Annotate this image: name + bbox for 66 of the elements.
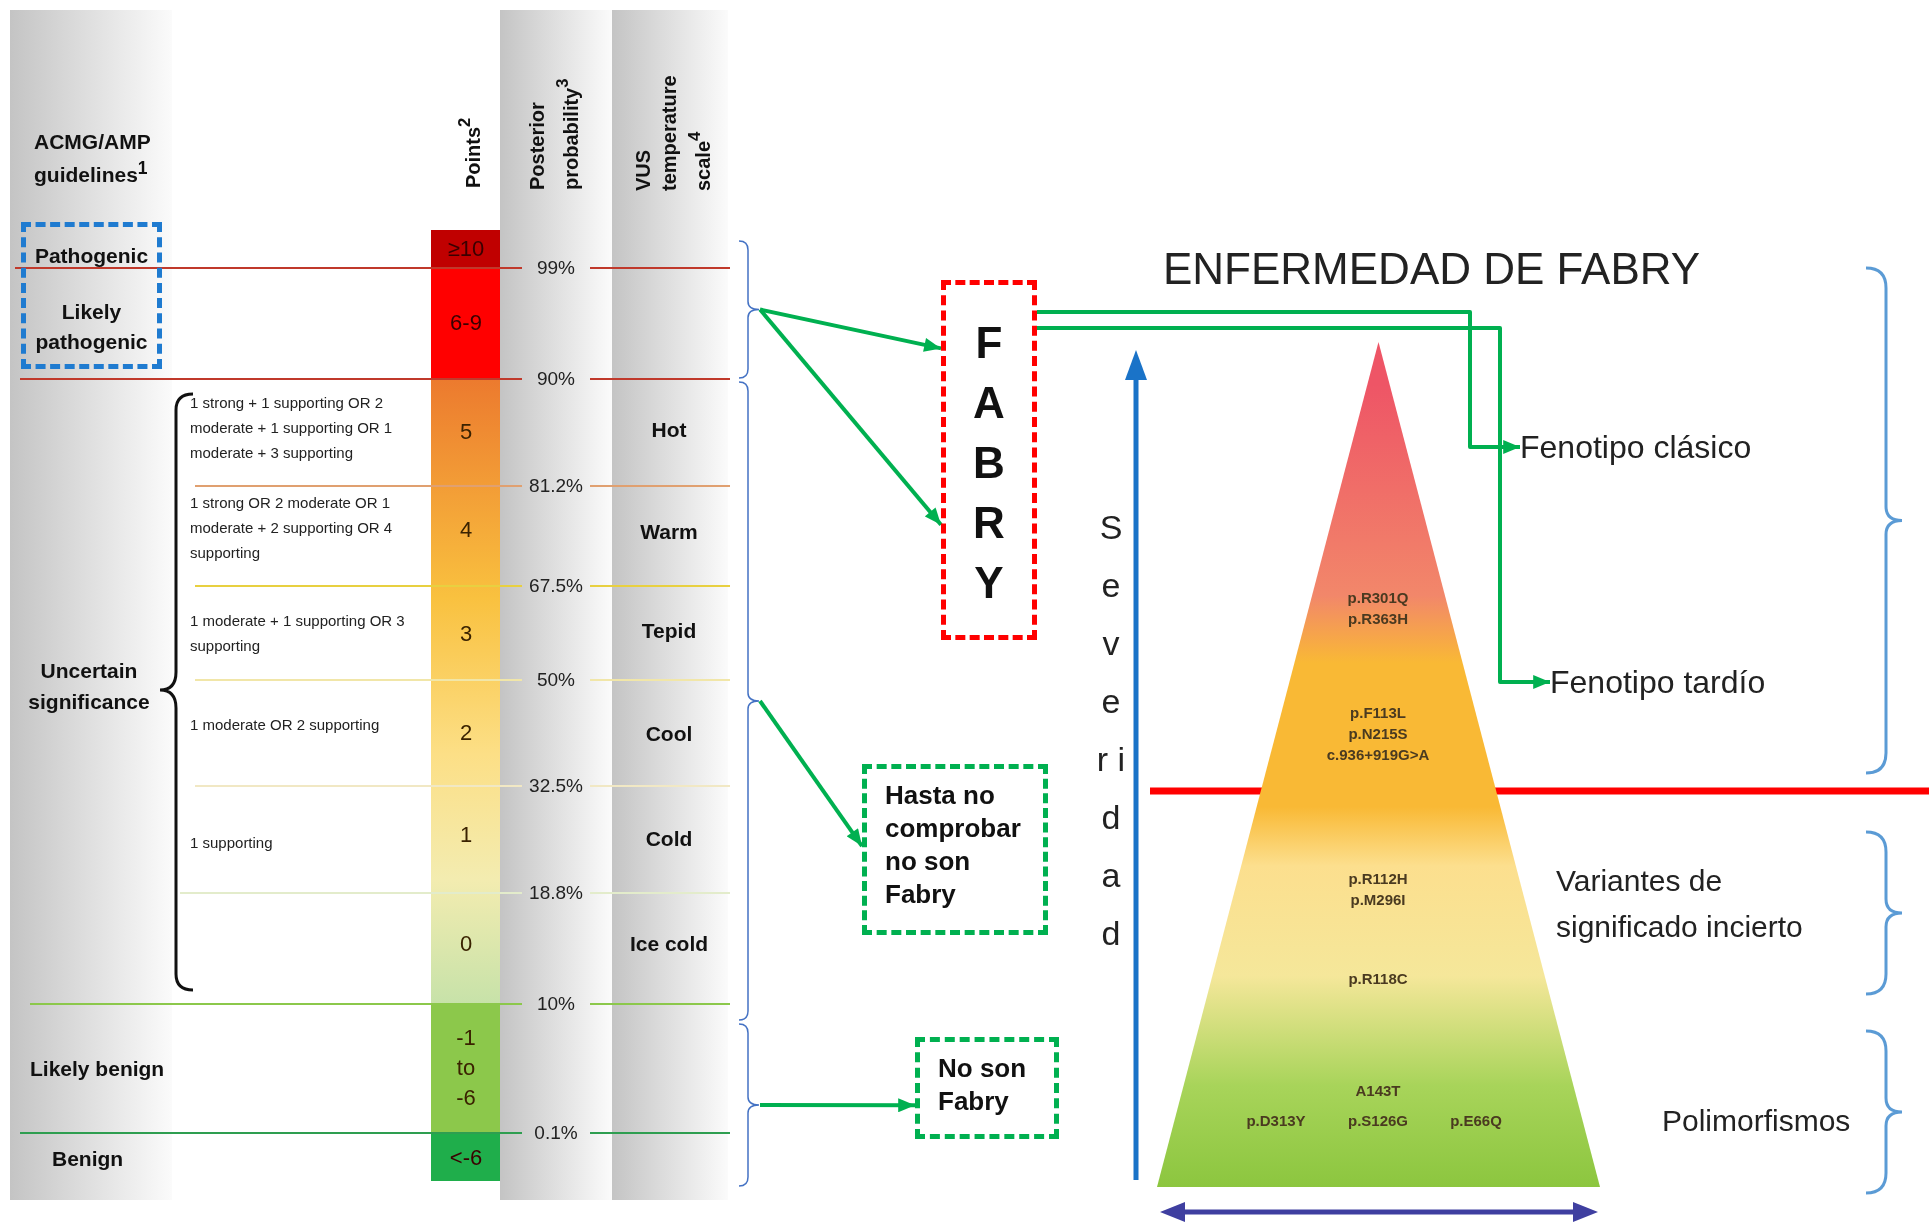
arrow xyxy=(759,307,942,352)
points-value: <-6 xyxy=(449,1145,483,1171)
probability-value: 81.2% xyxy=(529,475,583,497)
box-text: Likely pathogenic xyxy=(34,299,149,355)
points-value: 5 xyxy=(459,418,473,446)
box-text: Pathogenic xyxy=(33,243,150,269)
variant-text: p.R301Q p.R363H xyxy=(1346,588,1410,629)
criteria-text: 1 moderate OR 2 supporting xyxy=(190,715,381,735)
probability-value: 67.5% xyxy=(529,575,583,597)
variant-text: p.R118C xyxy=(1348,969,1408,989)
probability-value: 90% xyxy=(537,368,575,390)
category-label: Variantes de significado incierto xyxy=(1556,863,1804,945)
temperature-label: Cool xyxy=(645,722,693,746)
curly-bracket xyxy=(738,381,760,1021)
axis-label: S e v e r i d a d xyxy=(1096,507,1126,954)
category-label: Uncertain significance xyxy=(27,658,151,715)
dashed-box xyxy=(21,222,162,369)
probability-value: 10% xyxy=(537,993,575,1015)
variant-text: p.F113L p.N215S c.936+919G>A xyxy=(1325,703,1431,765)
probability-value: 32.5% xyxy=(529,775,583,797)
diagram-title: ENFERMEDAD DE FABRY xyxy=(1163,244,1701,294)
points-value: 4 xyxy=(459,516,473,544)
points-value: 3 xyxy=(459,620,473,648)
variant-text: p.R112H p.M296I xyxy=(1347,869,1409,910)
probability-value: 0.1% xyxy=(534,1122,578,1144)
box-text: No son Fabry xyxy=(938,1052,1028,1118)
variant-text: p.E66Q xyxy=(1450,1111,1502,1131)
box-text: F A B R Y xyxy=(972,317,1006,609)
probability-value: 18.8% xyxy=(529,882,583,904)
dashed-box xyxy=(941,280,1037,640)
arrow xyxy=(1037,310,1520,454)
text-label: Fenotipo tardío xyxy=(1550,660,1766,704)
probability-value: 99% xyxy=(537,257,575,279)
curly-bracket xyxy=(738,1023,760,1187)
points-value: 1 xyxy=(459,821,473,849)
probability-value: 50% xyxy=(537,669,575,691)
criteria-text: 1 strong OR 2 moderate OR 1 moderate + 2 supporting OR 4 supporting xyxy=(190,493,394,563)
category-label: Benign xyxy=(52,1146,125,1172)
temperature-label: Ice cold xyxy=(629,932,709,956)
points-value: -1 to -6 xyxy=(455,1024,477,1112)
criteria-text: 1 strong + 1 supporting OR 2 moderate + 1 supporting OR 1 moderate + 3 supporting xyxy=(190,393,394,463)
variant-text: p.D313Y xyxy=(1246,1111,1306,1131)
points-value: ≥10 xyxy=(447,236,485,262)
criteria-text: 1 supporting xyxy=(190,833,274,853)
variant-text: A143T xyxy=(1355,1081,1401,1101)
points-value: 6-9 xyxy=(450,310,482,336)
category-label: Likely benign xyxy=(30,1056,166,1082)
dashed-box xyxy=(862,764,1048,935)
points-value: 2 xyxy=(459,719,473,747)
criteria-text: 1 moderate + 1 supporting OR 3 supporting xyxy=(190,611,406,656)
variant-text: p.S126G xyxy=(1348,1111,1408,1131)
arrow xyxy=(760,1098,915,1113)
arrow xyxy=(758,308,943,527)
curly-bracket xyxy=(738,240,760,379)
dashed-box xyxy=(915,1037,1059,1139)
temperature-label: Cold xyxy=(645,827,693,851)
temperature-label: Tepid xyxy=(641,619,697,643)
category-label: Polimorfismos xyxy=(1662,1103,1851,1139)
temperature-label: Warm xyxy=(640,520,698,544)
temperature-label: Hot xyxy=(651,418,687,442)
arrow xyxy=(758,699,864,848)
text-label: Fenotipo clásico xyxy=(1520,425,1752,469)
points-value: 0 xyxy=(459,930,473,958)
column-header: ACMG/AMP guidelines$^{1}$ xyxy=(34,129,152,188)
arrow xyxy=(1037,325,1550,689)
box-text: Hasta no comprobar no son Fabry xyxy=(885,779,1022,911)
